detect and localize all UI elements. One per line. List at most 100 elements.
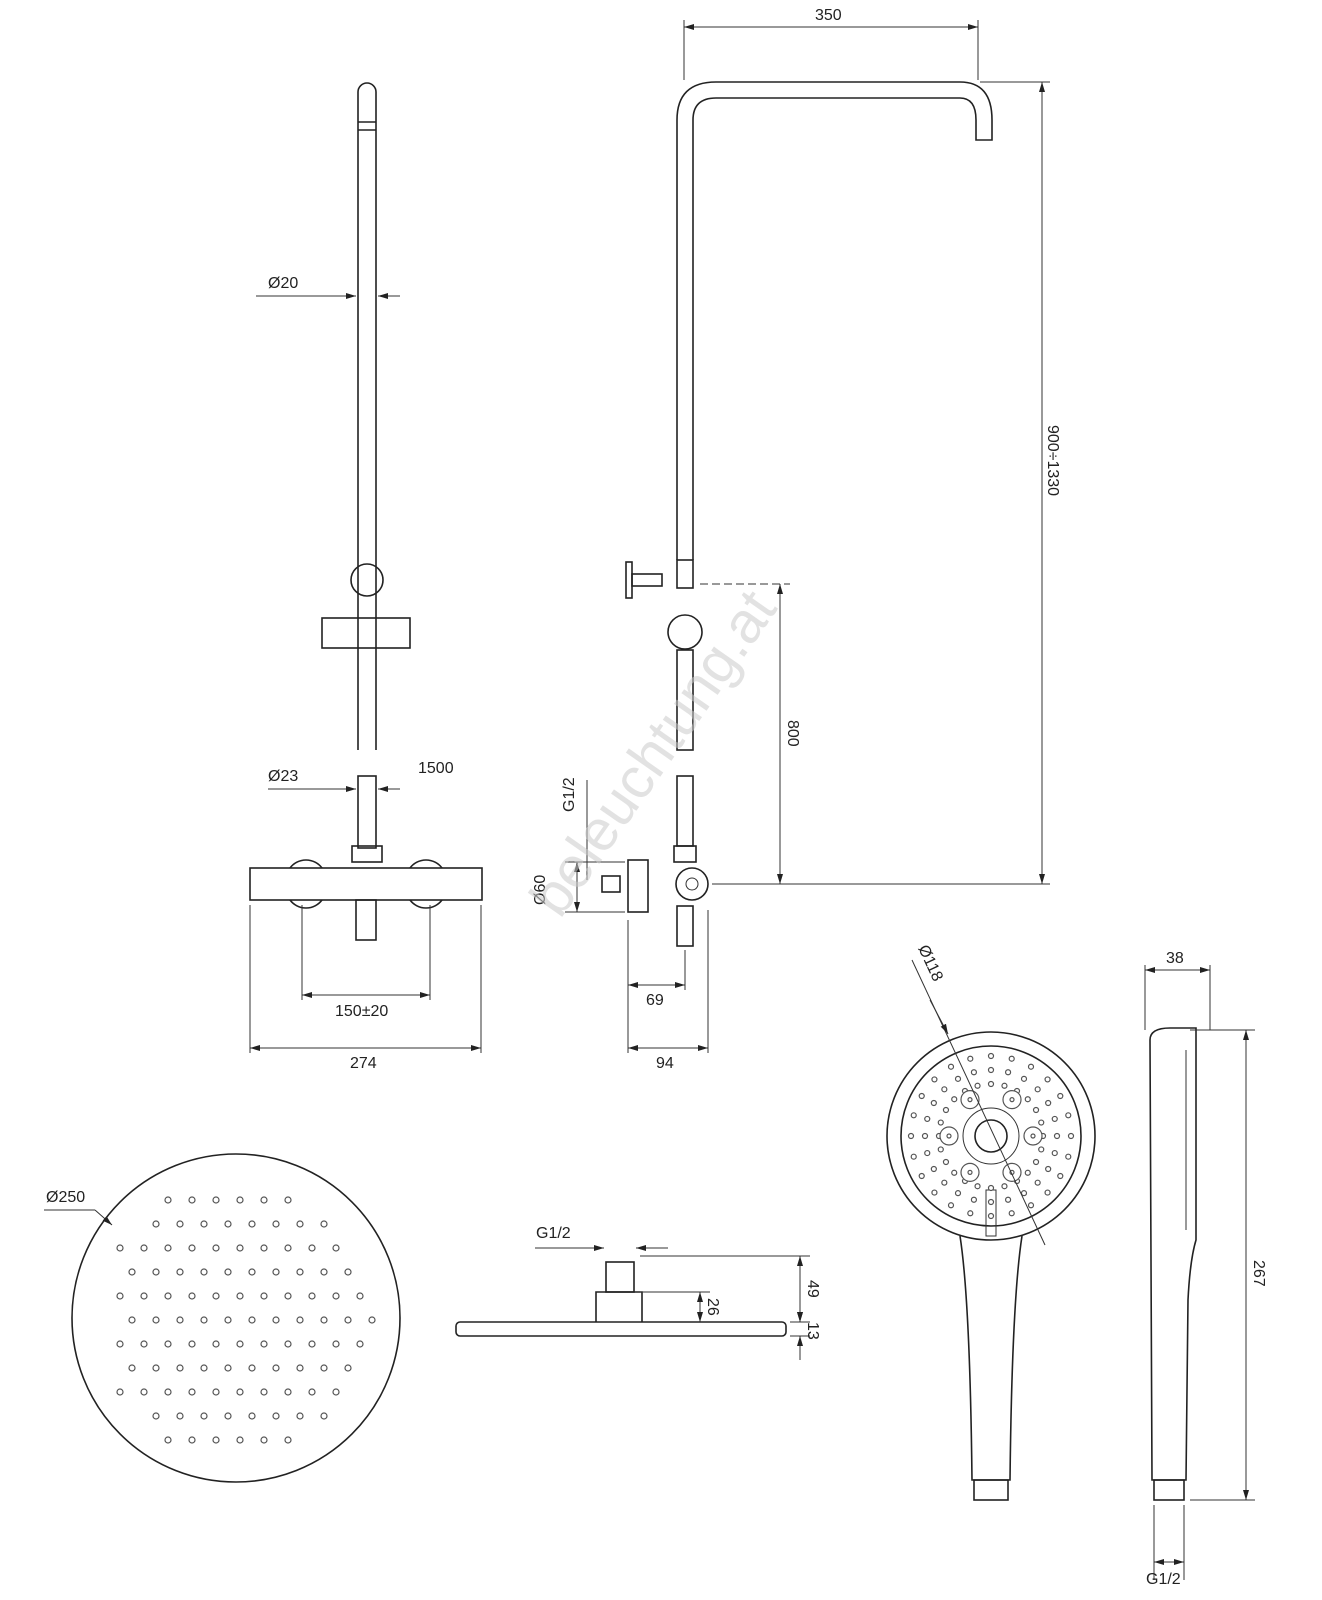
nozzle bbox=[260, 1196, 268, 1204]
nozzle bbox=[116, 1292, 124, 1300]
nozzle bbox=[212, 1340, 220, 1348]
nozzle bbox=[967, 1169, 973, 1175]
nozzle bbox=[308, 1340, 316, 1348]
nozzle bbox=[284, 1244, 292, 1252]
nozzle bbox=[931, 1076, 938, 1083]
nozzle bbox=[224, 1220, 232, 1228]
nozzle bbox=[987, 1080, 995, 1088]
nozzle bbox=[1034, 1179, 1041, 1186]
nozzle bbox=[1008, 1055, 1015, 1062]
nozzle bbox=[116, 1244, 124, 1252]
nozzle bbox=[128, 1316, 136, 1324]
nozzle bbox=[320, 1220, 328, 1228]
nozzle bbox=[212, 1292, 220, 1300]
hand-shower-depth-label: 38 bbox=[1166, 950, 1184, 967]
nozzle bbox=[930, 1165, 937, 1173]
nozzle bbox=[152, 1220, 160, 1228]
head-shower-side-view bbox=[455, 1261, 787, 1337]
nozzle bbox=[987, 1184, 995, 1192]
nozzle bbox=[260, 1292, 268, 1300]
nozzle bbox=[224, 1268, 232, 1276]
nozzle bbox=[924, 1149, 931, 1157]
nozzle bbox=[248, 1220, 256, 1228]
nozzle bbox=[1032, 1106, 1040, 1114]
nozzle bbox=[918, 1092, 925, 1100]
nozzle bbox=[974, 1183, 981, 1190]
nozzle bbox=[1065, 1153, 1072, 1160]
nozzle bbox=[152, 1268, 160, 1276]
nozzle bbox=[1001, 1082, 1008, 1089]
nozzle bbox=[1027, 1202, 1035, 1209]
nozzle bbox=[921, 1132, 929, 1140]
nozzle bbox=[164, 1244, 172, 1252]
nozzle bbox=[907, 1132, 915, 1140]
nozzle bbox=[200, 1364, 208, 1372]
nozzle bbox=[140, 1340, 148, 1348]
nozzle bbox=[918, 1172, 925, 1180]
nozzle bbox=[970, 1196, 978, 1203]
nozzle bbox=[332, 1340, 340, 1348]
nozzle bbox=[344, 1316, 352, 1324]
nozzle bbox=[1045, 1165, 1052, 1173]
slider-height-label: 800 bbox=[784, 720, 801, 747]
nozzle bbox=[1034, 1086, 1041, 1093]
nozzle bbox=[1004, 1196, 1012, 1203]
nozzle bbox=[176, 1364, 184, 1372]
front-view bbox=[249, 82, 483, 941]
nozzle bbox=[164, 1388, 172, 1396]
nozzle bbox=[1001, 1183, 1008, 1190]
nozzle bbox=[320, 1412, 328, 1420]
nozzle bbox=[212, 1196, 220, 1204]
side-view bbox=[601, 81, 993, 947]
nozzle bbox=[987, 1198, 995, 1206]
nozzle bbox=[931, 1189, 938, 1196]
depth-94-label: 94 bbox=[656, 1055, 674, 1072]
nozzle bbox=[224, 1364, 232, 1372]
nozzle bbox=[212, 1388, 220, 1396]
arm-length-label: 350 bbox=[815, 7, 842, 24]
nozzle bbox=[200, 1220, 208, 1228]
nozzle bbox=[224, 1412, 232, 1420]
nozzle bbox=[236, 1244, 244, 1252]
nozzle bbox=[296, 1220, 304, 1228]
nozzle bbox=[236, 1436, 244, 1444]
nozzle bbox=[272, 1220, 280, 1228]
nozzle bbox=[942, 1158, 950, 1166]
nozzle bbox=[176, 1412, 184, 1420]
nozzle bbox=[272, 1364, 280, 1372]
nozzle bbox=[1008, 1210, 1015, 1217]
nozzle bbox=[284, 1436, 292, 1444]
nozzle bbox=[332, 1388, 340, 1396]
nozzle bbox=[974, 1082, 981, 1089]
nozzle bbox=[296, 1316, 304, 1324]
nozzle bbox=[236, 1340, 244, 1348]
nozzle bbox=[1024, 1169, 1031, 1176]
nozzle bbox=[947, 1063, 955, 1070]
nozzle bbox=[1020, 1075, 1028, 1082]
nozzle bbox=[164, 1340, 172, 1348]
nozzle bbox=[344, 1268, 352, 1276]
hand-shower-front-view bbox=[886, 1031, 1096, 1501]
nozzle bbox=[987, 1212, 995, 1220]
nozzle bbox=[284, 1340, 292, 1348]
hand-shower-thread-label: G1/2 bbox=[1146, 1571, 1181, 1588]
nozzle bbox=[116, 1340, 124, 1348]
nozzle bbox=[260, 1340, 268, 1348]
nozzle bbox=[284, 1196, 292, 1204]
nozzle bbox=[1032, 1158, 1040, 1166]
nozzle bbox=[128, 1268, 136, 1276]
nozzle bbox=[248, 1412, 256, 1420]
nozzle bbox=[116, 1388, 124, 1396]
nozzle bbox=[910, 1112, 917, 1119]
nozzle bbox=[308, 1292, 316, 1300]
nozzle bbox=[212, 1436, 220, 1444]
nozzle bbox=[941, 1086, 948, 1093]
nozzle bbox=[987, 1052, 995, 1060]
rail bbox=[357, 82, 377, 750]
nozzle bbox=[1009, 1097, 1015, 1103]
nozzle bbox=[176, 1316, 184, 1324]
nozzle bbox=[152, 1316, 160, 1324]
nozzle bbox=[152, 1412, 160, 1420]
nozzle bbox=[344, 1364, 352, 1372]
nozzle bbox=[1045, 1099, 1052, 1107]
